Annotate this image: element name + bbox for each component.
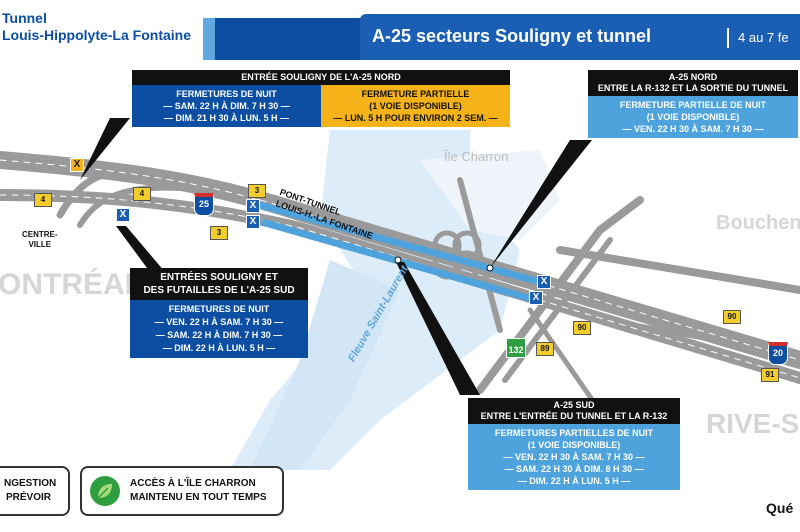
header-brand: Tunnel Louis-Hippolyte-La Fontaine — [0, 0, 215, 60]
route-91-shield: 91 — [761, 368, 779, 382]
route-90-shield-2: 90 — [723, 310, 741, 324]
loop-2 — [452, 230, 482, 260]
river-south — [250, 260, 400, 470]
ramp-left-2 — [77, 184, 183, 228]
pointer-a25-nord — [490, 140, 592, 268]
panel-header: A-25 NORD ENTRE LA R-132 ET LA SORTIE DU… — [588, 70, 798, 96]
place-montreal: ONTRÉAL — [0, 268, 143, 301]
night-closures: FERMETURES DE NUIT — SAM. 22 H À DIM. 7 … — [132, 85, 321, 127]
place-rive-sud: RIVE-S — [706, 408, 800, 439]
ramp-left — [56, 166, 144, 219]
title-separator — [727, 28, 729, 48]
route-89-shield: 89 — [536, 342, 554, 356]
legend-access: ACCÈS À L'ÎLE CHARRON MAINTENU EN TOUT T… — [80, 466, 284, 516]
route-132-shield: 132 — [506, 338, 526, 358]
legend-congestion: NGESTION PRÉVOIR — [0, 466, 70, 516]
footer-brand: Qué — [766, 500, 794, 516]
road-east — [556, 246, 800, 294]
page-title: A-25 secteurs Souligny et tunnel — [372, 26, 652, 46]
panel-header: ENTRÉES SOULIGNY ET DES FUTAILLES DE L'A… — [130, 268, 308, 300]
closure-segment-nord — [259, 201, 541, 286]
brand-line-1: Tunnel — [2, 10, 47, 26]
panel-header: ENTRÉE SOULIGNY DE L'A-25 NORD — [132, 70, 510, 85]
pointer-souligny-sud — [116, 226, 165, 272]
panel-a25-sud: A-25 SUD ENTRE L'ENTRÉE DU TUNNEL ET LA … — [468, 398, 680, 490]
closure-marker-souligny-sud: X — [116, 208, 130, 222]
panel-body: FERMETURES DE NUIT — SAM. 22 H À DIM. 7 … — [132, 85, 510, 127]
autoroute-20-shield: 20 — [768, 342, 788, 365]
closure-marker-yellow: X — [70, 158, 84, 172]
title-date: 4 au 7 fe — [738, 30, 789, 45]
place-ile-charron: Île Charron — [444, 149, 509, 164]
pin-a25-sud — [394, 256, 402, 264]
panel-a25-nord: A-25 NORD ENTRE LA R-132 ET LA SORTIE DU… — [588, 70, 798, 138]
closure-marker-132-s: X — [529, 291, 543, 305]
panel-header: A-25 SUD ENTRE L'ENTRÉE DU TUNNEL ET LA … — [468, 398, 680, 424]
road-east-2 — [597, 317, 783, 353]
panel-body: FERMETURES DE NUIT — VEN. 22 H À SAM. 7 … — [130, 300, 308, 358]
label-centre-ville: CENTRE- VILLE — [22, 230, 58, 249]
header-accent — [203, 18, 215, 60]
closure-marker-tunnel-n: X — [246, 199, 260, 213]
closure-marker-132-n: X — [537, 275, 551, 289]
place-boucherville: Bouchen — [716, 212, 800, 234]
pointer-souligny-nord — [80, 118, 130, 180]
panel-body: FERMETURE PARTIELLE DE NUIT (1 VOIE DISP… — [588, 96, 798, 138]
leaf-icon — [90, 476, 120, 506]
partial-closure: FERMETURE PARTIELLE (1 VOIE DISPONIBLE) … — [321, 85, 510, 127]
route-90-shield: 90 — [573, 321, 591, 335]
brand-line-2: Louis-Hippolyte-La Fontaine — [2, 27, 191, 43]
title-tab — [360, 14, 800, 60]
interstate-25-shield: 25 — [194, 193, 214, 216]
map-canvas — [0, 118, 800, 470]
pin-a25-nord — [486, 264, 494, 272]
panel-body: FERMETURES PARTIELLES DE NUIT (1 VOIE DI… — [468, 424, 680, 490]
route-4-shield: 4 — [34, 193, 52, 207]
pointer-a25-sud — [396, 262, 480, 395]
route-132 — [476, 196, 644, 394]
interchange-road — [457, 177, 503, 333]
route-4-shield-2: 4 — [133, 187, 151, 201]
closure-marker-tunnel-s: X — [246, 215, 260, 229]
panel-souligny-sud: ENTRÉES SOULIGNY ET DES FUTAILLES DE L'A… — [130, 268, 308, 358]
route-3-shield-2: 3 — [210, 226, 228, 240]
route-3-shield: 3 — [248, 184, 266, 198]
panel-souligny-nord: ENTRÉE SOULIGNY DE L'A-25 NORD FERMETURE… — [132, 70, 510, 127]
